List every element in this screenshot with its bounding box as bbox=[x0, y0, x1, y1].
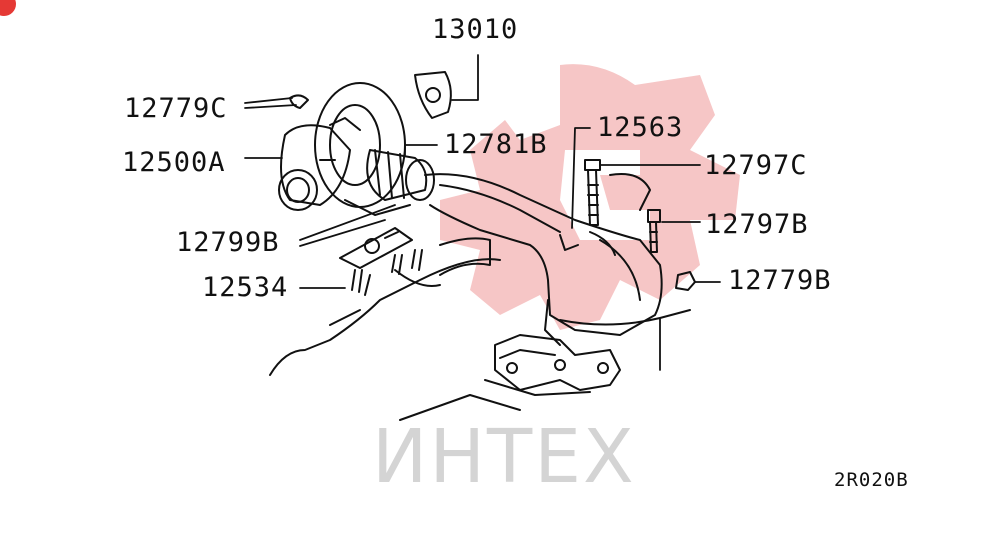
leader-lines bbox=[244, 54, 721, 371]
engine-outline bbox=[269, 258, 501, 376]
part-label-12500A: 12500A bbox=[122, 147, 226, 178]
gasket-13010 bbox=[414, 71, 452, 119]
clip-12779C bbox=[289, 94, 309, 109]
studs bbox=[351, 249, 423, 296]
part-label-12799B: 12799B bbox=[176, 227, 280, 258]
part-label-12797C: 12797C bbox=[704, 150, 808, 181]
bolt-12797B bbox=[647, 209, 661, 253]
part-label-12779C: 12779C bbox=[124, 93, 228, 124]
part-label-13010: 13010 bbox=[432, 14, 519, 45]
part-label-12781B: 12781B bbox=[444, 129, 548, 160]
corner-badge bbox=[0, 0, 16, 16]
drawing-code: 2R020B bbox=[834, 469, 909, 491]
part-label-12797B: 12797B bbox=[705, 209, 809, 240]
nut-12779B bbox=[675, 271, 696, 291]
turbocharger bbox=[278, 82, 411, 216]
flange bbox=[494, 299, 691, 391]
manifold-gasket-12534 bbox=[339, 227, 413, 269]
elbow-12781B bbox=[366, 149, 435, 201]
part-label-12534: 12534 bbox=[202, 272, 289, 303]
exhaust-pipe-12563 bbox=[424, 173, 663, 336]
watermark-text: ИНТЕХ bbox=[372, 414, 636, 500]
part-label-12563: 12563 bbox=[597, 112, 684, 143]
part-label-12779B: 12779B bbox=[728, 265, 832, 296]
bolt-12797C bbox=[584, 159, 601, 226]
